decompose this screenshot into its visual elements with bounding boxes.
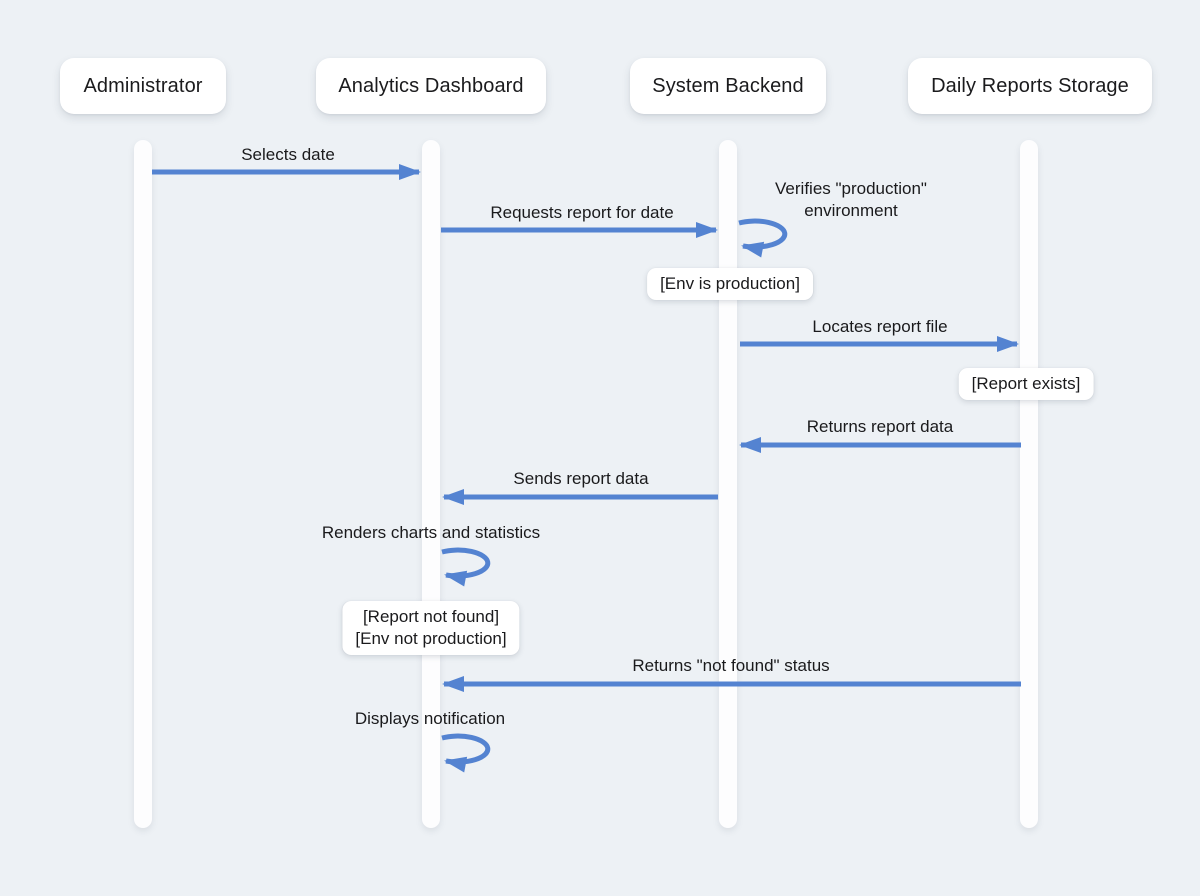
message-label-sends-report-data: Sends report data — [513, 469, 649, 488]
message-label-renders-charts: Renders charts and statistics — [321, 523, 541, 542]
message-label-displays-notification: Displays notification — [354, 709, 506, 728]
actor-administrator-label: Administrator — [83, 74, 203, 97]
message-label-locates-report-file: Locates report file — [812, 317, 948, 336]
actor-system-backend-label: System Backend — [652, 74, 804, 97]
actor-system-backend: System Backend — [630, 58, 826, 114]
actor-daily-reports-storage-label: Daily Reports Storage — [931, 74, 1129, 97]
self-loop-verifies-production — [738, 218, 788, 258]
message-label-returns-report-data: Returns report data — [806, 417, 954, 436]
lifeline-system-backend — [719, 140, 737, 828]
message-label-returns-not-found-status: Returns "not found" status — [632, 656, 830, 675]
self-loop-renders-charts — [441, 547, 491, 587]
condition-report-exists: [Report exists] — [958, 368, 1094, 400]
condition-report-not-found: [Report not found] [Env not production] — [342, 601, 520, 655]
message-label-requests-report-for-date: Requests report for date — [490, 203, 674, 222]
lifeline-daily-reports-storage — [1020, 140, 1038, 828]
actor-daily-reports-storage: Daily Reports Storage — [908, 58, 1152, 114]
message-label-selects-date: Selects date — [241, 145, 335, 164]
actor-analytics-dashboard-label: Analytics Dashboard — [338, 74, 524, 97]
self-loop-displays-notification — [441, 733, 491, 773]
actor-analytics-dashboard: Analytics Dashboard — [316, 58, 546, 114]
message-label-verifies-production: Verifies "production" environment — [775, 179, 927, 220]
lifeline-administrator — [134, 140, 152, 828]
lifeline-analytics-dashboard — [422, 140, 440, 828]
condition-env-is-production: [Env is production] — [647, 268, 813, 300]
actor-administrator: Administrator — [60, 58, 226, 114]
